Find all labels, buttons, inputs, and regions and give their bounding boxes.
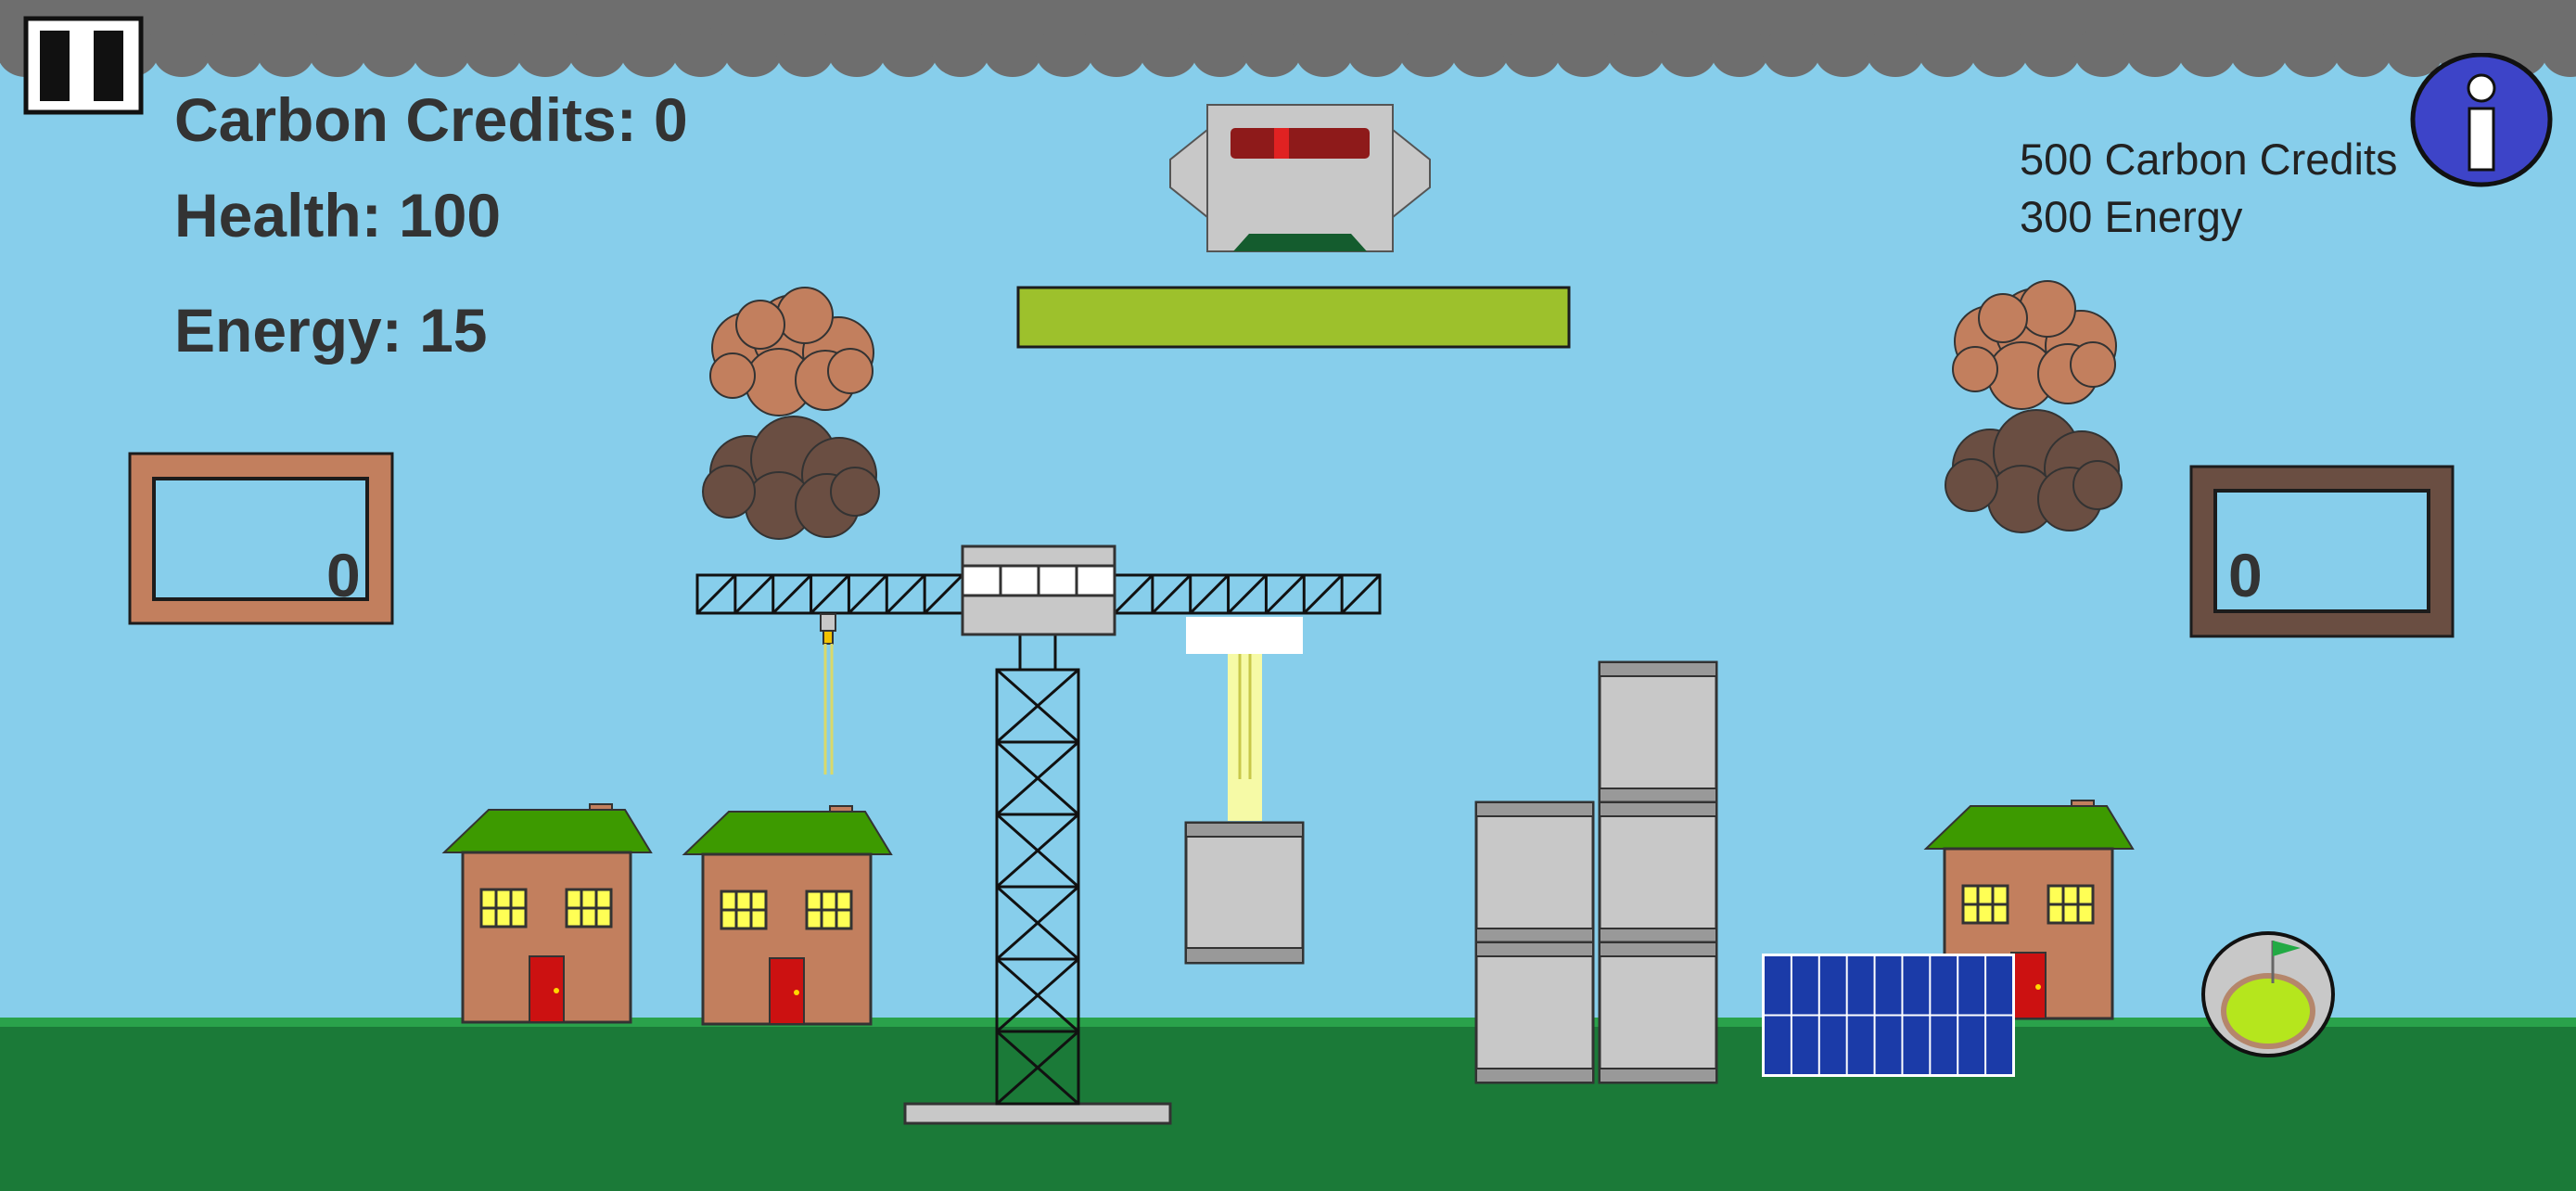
cost-carbon-credits: 500 Carbon Credits — [2020, 134, 2398, 184]
energy-stat: Energy: 15 — [174, 296, 488, 365]
block-stack — [1474, 660, 1718, 1084]
crane — [695, 544, 1382, 1125]
info-icon — [2410, 52, 2553, 187]
goal-planet-icon — [2201, 931, 2335, 1057]
grass — [0, 1027, 2576, 1191]
light-pollution-counter-frame — [128, 452, 394, 625]
falling-block — [1184, 617, 1305, 965]
house — [441, 803, 653, 1024]
cost-energy: 300 Energy — [2020, 192, 2243, 241]
pollution-cloud-dark-left — [702, 416, 880, 540]
dark-pollution-counter-frame — [2189, 465, 2455, 638]
pause-icon — [23, 16, 144, 115]
cloud-bar — [0, 0, 2576, 77]
pause-button[interactable] — [23, 16, 144, 115]
dark-pollution-counter: 0 — [2228, 541, 2263, 609]
info-button[interactable] — [2410, 52, 2554, 187]
health-stat: Health: 100 — [174, 181, 502, 250]
pollution-cloud-dark-right — [1945, 409, 2123, 533]
emitter-indicator — [1231, 128, 1370, 159]
health-bar — [1016, 286, 1571, 349]
house — [682, 805, 893, 1026]
house — [1923, 800, 2135, 1020]
pollution-cloud-light-right — [1952, 280, 2117, 410]
solar-panel — [1762, 954, 2015, 1077]
light-pollution-counter: 0 — [326, 541, 361, 609]
emitter-machine — [1169, 104, 1431, 252]
pollution-cloud-light-left — [709, 287, 874, 416]
carbon-credits-stat: Carbon Credits: 0 — [174, 85, 688, 154]
